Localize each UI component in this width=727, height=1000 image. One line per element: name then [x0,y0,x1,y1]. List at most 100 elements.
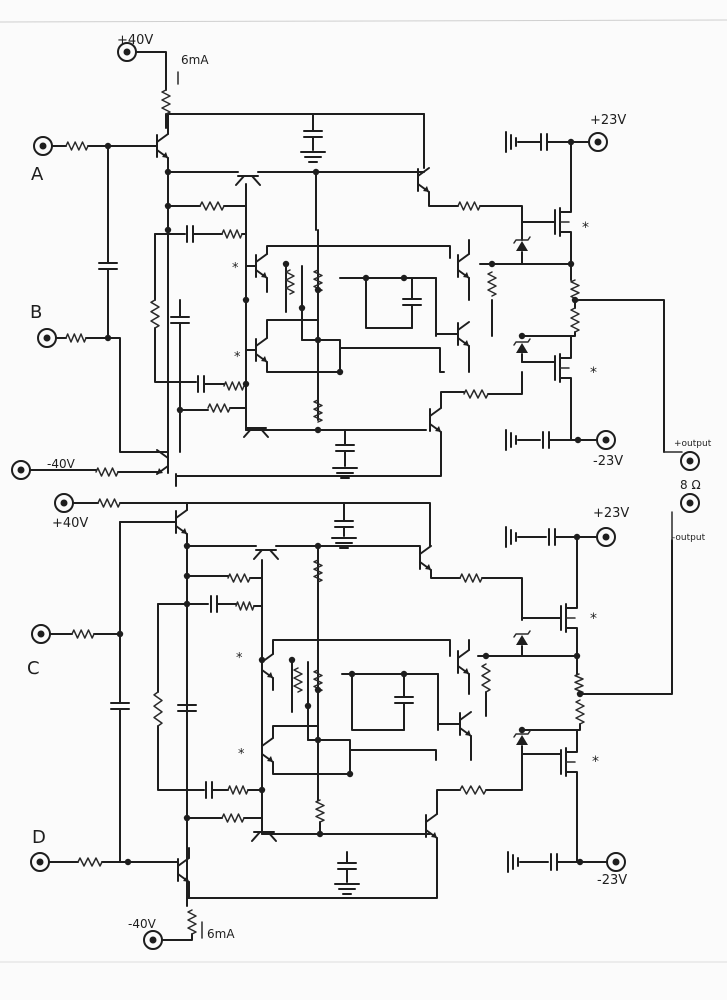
transistor-top-sink [243,427,269,438]
wire [85,337,169,453]
junction-dot [183,542,191,550]
mos-source [559,231,572,245]
resistor-top-bias-mid [487,271,497,297]
wire [186,837,438,899]
ground-bottom-out-pos [505,526,517,548]
wire [479,205,523,231]
transistor-bottom-driver-3 [459,711,472,737]
junction-dot [336,368,344,376]
mos-drain [565,595,578,609]
transistor-top-cascode [235,175,261,186]
bjt-leg [243,427,253,438]
resistor-top-feedback [150,299,160,329]
capacitor-top-feedback [170,316,190,324]
junction-dot [314,736,322,744]
ground-bottom-bias [331,537,357,549]
wire [521,745,562,755]
label-output-pos: +output [674,439,712,449]
bjt-collector [417,167,430,177]
capacitor-bottom-bias [334,520,354,528]
junction-dot [164,226,172,234]
resistor-bottom-degen-1 [227,573,251,583]
terminal-core [37,630,45,638]
junction-dot [571,296,579,304]
marker-q-bot-1: * [236,651,243,666]
transistor-top-vas-1 [255,253,268,279]
marker-mosfet-top-1: * [582,220,589,236]
junction-dot [314,542,322,550]
capacitor-top-out-pos [540,133,548,151]
bjt-collector [156,133,169,143]
transistor-input-a [156,133,169,159]
mosfet-bottom-low [560,739,578,785]
junction-dot [573,652,581,660]
junction-dot [183,814,191,822]
label-load: 8 Ω [680,478,701,492]
terminal-core [602,533,610,541]
ground-top-neg-bias [332,467,358,479]
terminal-top-out-neg [596,430,616,450]
capacitor-bottom-bias-spread [394,696,414,704]
junction-dot [183,600,191,608]
bjt-arrow [463,272,469,278]
junction-dot [104,142,112,150]
bjt-collector [457,649,470,659]
marker-mosfet-bot-1: * [590,611,597,627]
capacitor-input-coupling-top [98,262,118,270]
terminal-input-b [37,328,57,348]
terminal-core [123,48,131,56]
bjt-arrow [435,426,441,432]
label-out-bot-neg: -23V [597,873,627,888]
mosfet-top-low [554,345,572,391]
terminal-core [36,858,44,866]
label-out-top-neg: -23V [593,454,623,469]
resistor-bottom-gate-1 [459,573,483,583]
junctions-group [104,138,584,866]
resistor-top-vbe-1 [285,269,295,295]
bjt-arrow [261,356,267,362]
junction-dot [362,274,370,282]
transistor-bottom-driver-4 [425,813,438,839]
wire [521,723,581,731]
resistor-top-gate-2 [463,389,489,399]
diode-body [516,343,528,353]
transistor-bottom-pos-source [175,509,188,535]
label-out-top-pos: +23V [590,113,626,128]
junction-dot [518,726,526,734]
resistor-bottom-bias-mid [481,663,491,693]
zener-top-high [513,236,531,251]
bjt-leg [259,427,269,438]
wire [428,191,459,207]
capacitor-bottom-feedback [177,704,197,712]
junction-dot [258,656,266,664]
mos-drain [565,739,578,753]
labels-group: +40V 6mA A B -40V +23V -23V +output 8 Ω … [27,33,712,941]
wire [574,299,665,453]
mos-source [559,377,572,391]
mos-drain [559,345,572,359]
diode-bar [513,730,531,738]
terminal-core [149,936,157,944]
diode-body [516,241,528,251]
resistor-bottom-pos-source [97,498,121,508]
wire [487,371,523,395]
terminal-bottom-pos-supply [54,493,74,513]
bjt-leg [251,175,261,186]
capacitor-bottom-out-pos [548,528,556,546]
zener-bottom-low [513,730,531,745]
junction-dot [164,202,172,210]
diode-bar [513,630,531,638]
marker-mosfet-bot-2: * [592,754,599,770]
ground-top-out-neg [505,429,517,451]
junction-dot [183,572,191,580]
diode-body [516,635,528,645]
junction-dot [482,652,490,660]
wire [135,51,167,91]
terminal-bottom-out-pos [596,527,616,547]
capacitor-bottom-neg-bias [337,862,357,870]
bjt-collector [261,737,274,747]
wire [167,113,425,135]
label-top-current: 6mA [181,53,209,67]
bjt-leg [235,175,245,186]
